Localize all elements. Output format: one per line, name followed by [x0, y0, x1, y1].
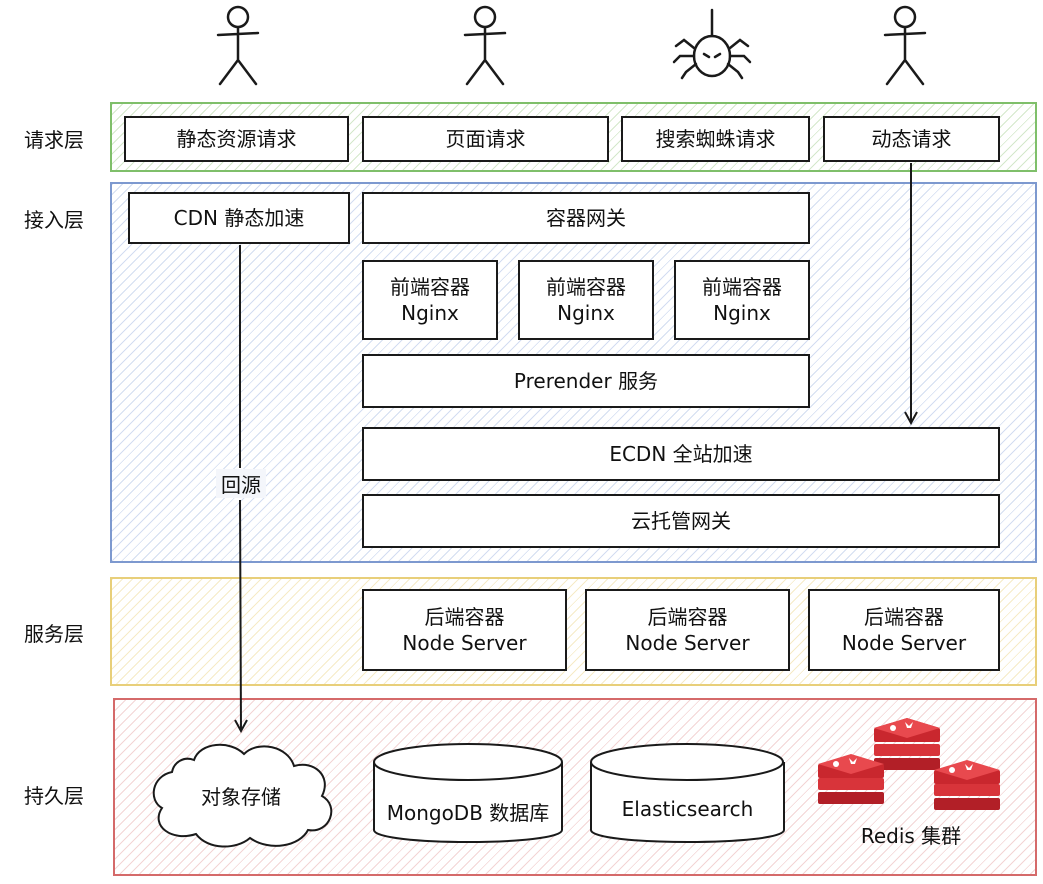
user-figure-icon: [883, 5, 927, 86]
container-gateway-label: 容器网关: [546, 206, 626, 230]
static-resource-request-box: 静态资源请求: [124, 116, 349, 162]
cloud-gateway-label: 云托管网关: [631, 509, 731, 533]
frontend-container-label: 前端容器: [390, 275, 470, 299]
frontend-container-sub: Nginx: [401, 301, 459, 325]
frontend-container-label: 前端容器: [546, 275, 626, 299]
prerender-service-box: Prerender 服务: [362, 354, 810, 408]
spider-request-label: 搜索蜘蛛请求: [655, 127, 776, 151]
static-resource-request-label: 静态资源请求: [176, 127, 297, 151]
page-request-label: 页面请求: [445, 127, 526, 151]
access-layer-label: 接入层: [24, 208, 84, 232]
backend-container-label: 后端容器: [647, 605, 728, 629]
service-layer-label: 服务层: [24, 622, 84, 646]
backend-container-sub: Node Server: [841, 631, 967, 655]
backend-container-label: 后端容器: [864, 605, 944, 629]
elasticsearch-label: Elasticsearch: [621, 797, 754, 821]
frontend-container-box: 前端容器 Nginx: [518, 260, 654, 340]
backend-container-box: 后端容器 Node Server: [585, 589, 790, 671]
request-layer-label: 请求层: [24, 128, 84, 152]
redis-cluster-label: Redis 集群: [860, 824, 962, 848]
cdn-static-label: CDN 静态加速: [173, 206, 305, 230]
spider-icon: [672, 8, 752, 80]
prerender-service-label: Prerender 服务: [513, 369, 659, 393]
cloud-gateway-box: 云托管网关: [362, 494, 1000, 548]
ecdn-box: ECDN 全站加速: [362, 427, 1000, 481]
ecdn-label: ECDN 全站加速: [609, 442, 753, 466]
backend-container-label: 后端容器: [424, 605, 505, 629]
container-gateway-box: 容器网关: [362, 192, 810, 244]
frontend-container-box: 前端容器 Nginx: [362, 260, 498, 340]
backend-container-box: 后端容器 Node Server: [362, 589, 567, 671]
frontend-container-sub: Nginx: [713, 301, 771, 325]
persist-layer-label: 持久层: [24, 784, 84, 808]
user-figure-icon: [216, 5, 260, 86]
dynamic-request-label: 动态请求: [871, 127, 952, 151]
backend-container-sub: Node Server: [402, 631, 527, 655]
page-request-box: 页面请求: [362, 116, 609, 162]
origin-fetch-label: 回源: [216, 469, 266, 498]
frontend-container-label: 前端容器: [702, 275, 782, 299]
spider-request-box: 搜索蜘蛛请求: [621, 116, 810, 162]
frontend-container-box: 前端容器 Nginx: [674, 260, 810, 340]
mongodb-label: MongoDB 数据库: [386, 801, 550, 825]
cdn-static-box: CDN 静态加速: [128, 192, 350, 244]
dynamic-request-box: 动态请求: [823, 116, 1000, 162]
user-figure-icon: [463, 5, 507, 86]
object-storage-label: 对象存储: [201, 785, 281, 809]
frontend-container-sub: Nginx: [557, 301, 615, 325]
backend-container-box: 后端容器 Node Server: [808, 589, 1000, 671]
backend-container-sub: Node Server: [625, 631, 750, 655]
